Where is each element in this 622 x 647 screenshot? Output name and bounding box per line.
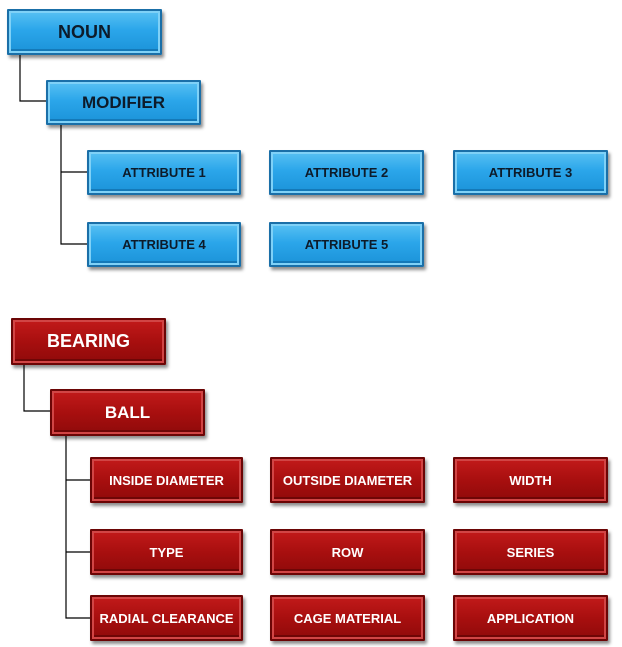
bearing-label: BEARING [46, 331, 130, 351]
width-box: WIDTH [453, 457, 608, 503]
connector-ball-attributes [65, 436, 90, 619]
ball-box: BALL [50, 389, 205, 436]
attribute-label: ROW [331, 544, 364, 560]
ball-label: BALL [104, 402, 151, 422]
attribute-label: APPLICATION [486, 610, 575, 626]
bearing-box: BEARING [11, 318, 166, 365]
connector-bearing-ball [23, 365, 50, 412]
connector-modifier-attributes [60, 125, 87, 245]
attribute-label: ATTRIBUTE 2 [304, 165, 389, 180]
attribute-box-5: ATTRIBUTE 5 [269, 222, 424, 267]
attribute-label: ATTRIBUTE 5 [304, 237, 389, 252]
application-box: APPLICATION [453, 595, 608, 641]
cage-material-box: CAGE MATERIAL [270, 595, 425, 641]
inside-diameter-box: INSIDE DIAMETER [90, 457, 243, 503]
modifier-box: MODIFIER [46, 80, 201, 125]
attribute-label: ATTRIBUTE 1 [122, 165, 206, 180]
series-box: SERIES [453, 529, 608, 575]
attribute-box-1: ATTRIBUTE 1 [87, 150, 241, 195]
attribute-label: SERIES [506, 544, 555, 560]
type-box: TYPE [90, 529, 243, 575]
noun-label: NOUN [58, 21, 111, 42]
noun-box: NOUN [7, 9, 162, 55]
attribute-label: ATTRIBUTE 3 [488, 165, 573, 180]
attribute-label: INSIDE DIAMETER [109, 472, 224, 488]
radial-clearance-box: RADIAL CLEARANCE [90, 595, 243, 641]
attribute-box-2: ATTRIBUTE 2 [269, 150, 424, 195]
attribute-label: RADIAL CLEARANCE [99, 610, 234, 626]
attribute-label: CAGE MATERIAL [293, 610, 402, 626]
connector-noun-modifier [19, 55, 46, 102]
modifier-label: MODIFIER [81, 92, 166, 112]
attribute-label: ATTRIBUTE 4 [122, 237, 206, 252]
attribute-label: OUTSIDE DIAMETER [282, 472, 413, 488]
attribute-label: WIDTH [509, 472, 552, 488]
row-box: ROW [270, 529, 425, 575]
attribute-box-3: ATTRIBUTE 3 [453, 150, 608, 195]
attribute-box-4: ATTRIBUTE 4 [87, 222, 241, 267]
attribute-label: TYPE [149, 544, 184, 560]
outside-diameter-box: OUTSIDE DIAMETER [270, 457, 425, 503]
